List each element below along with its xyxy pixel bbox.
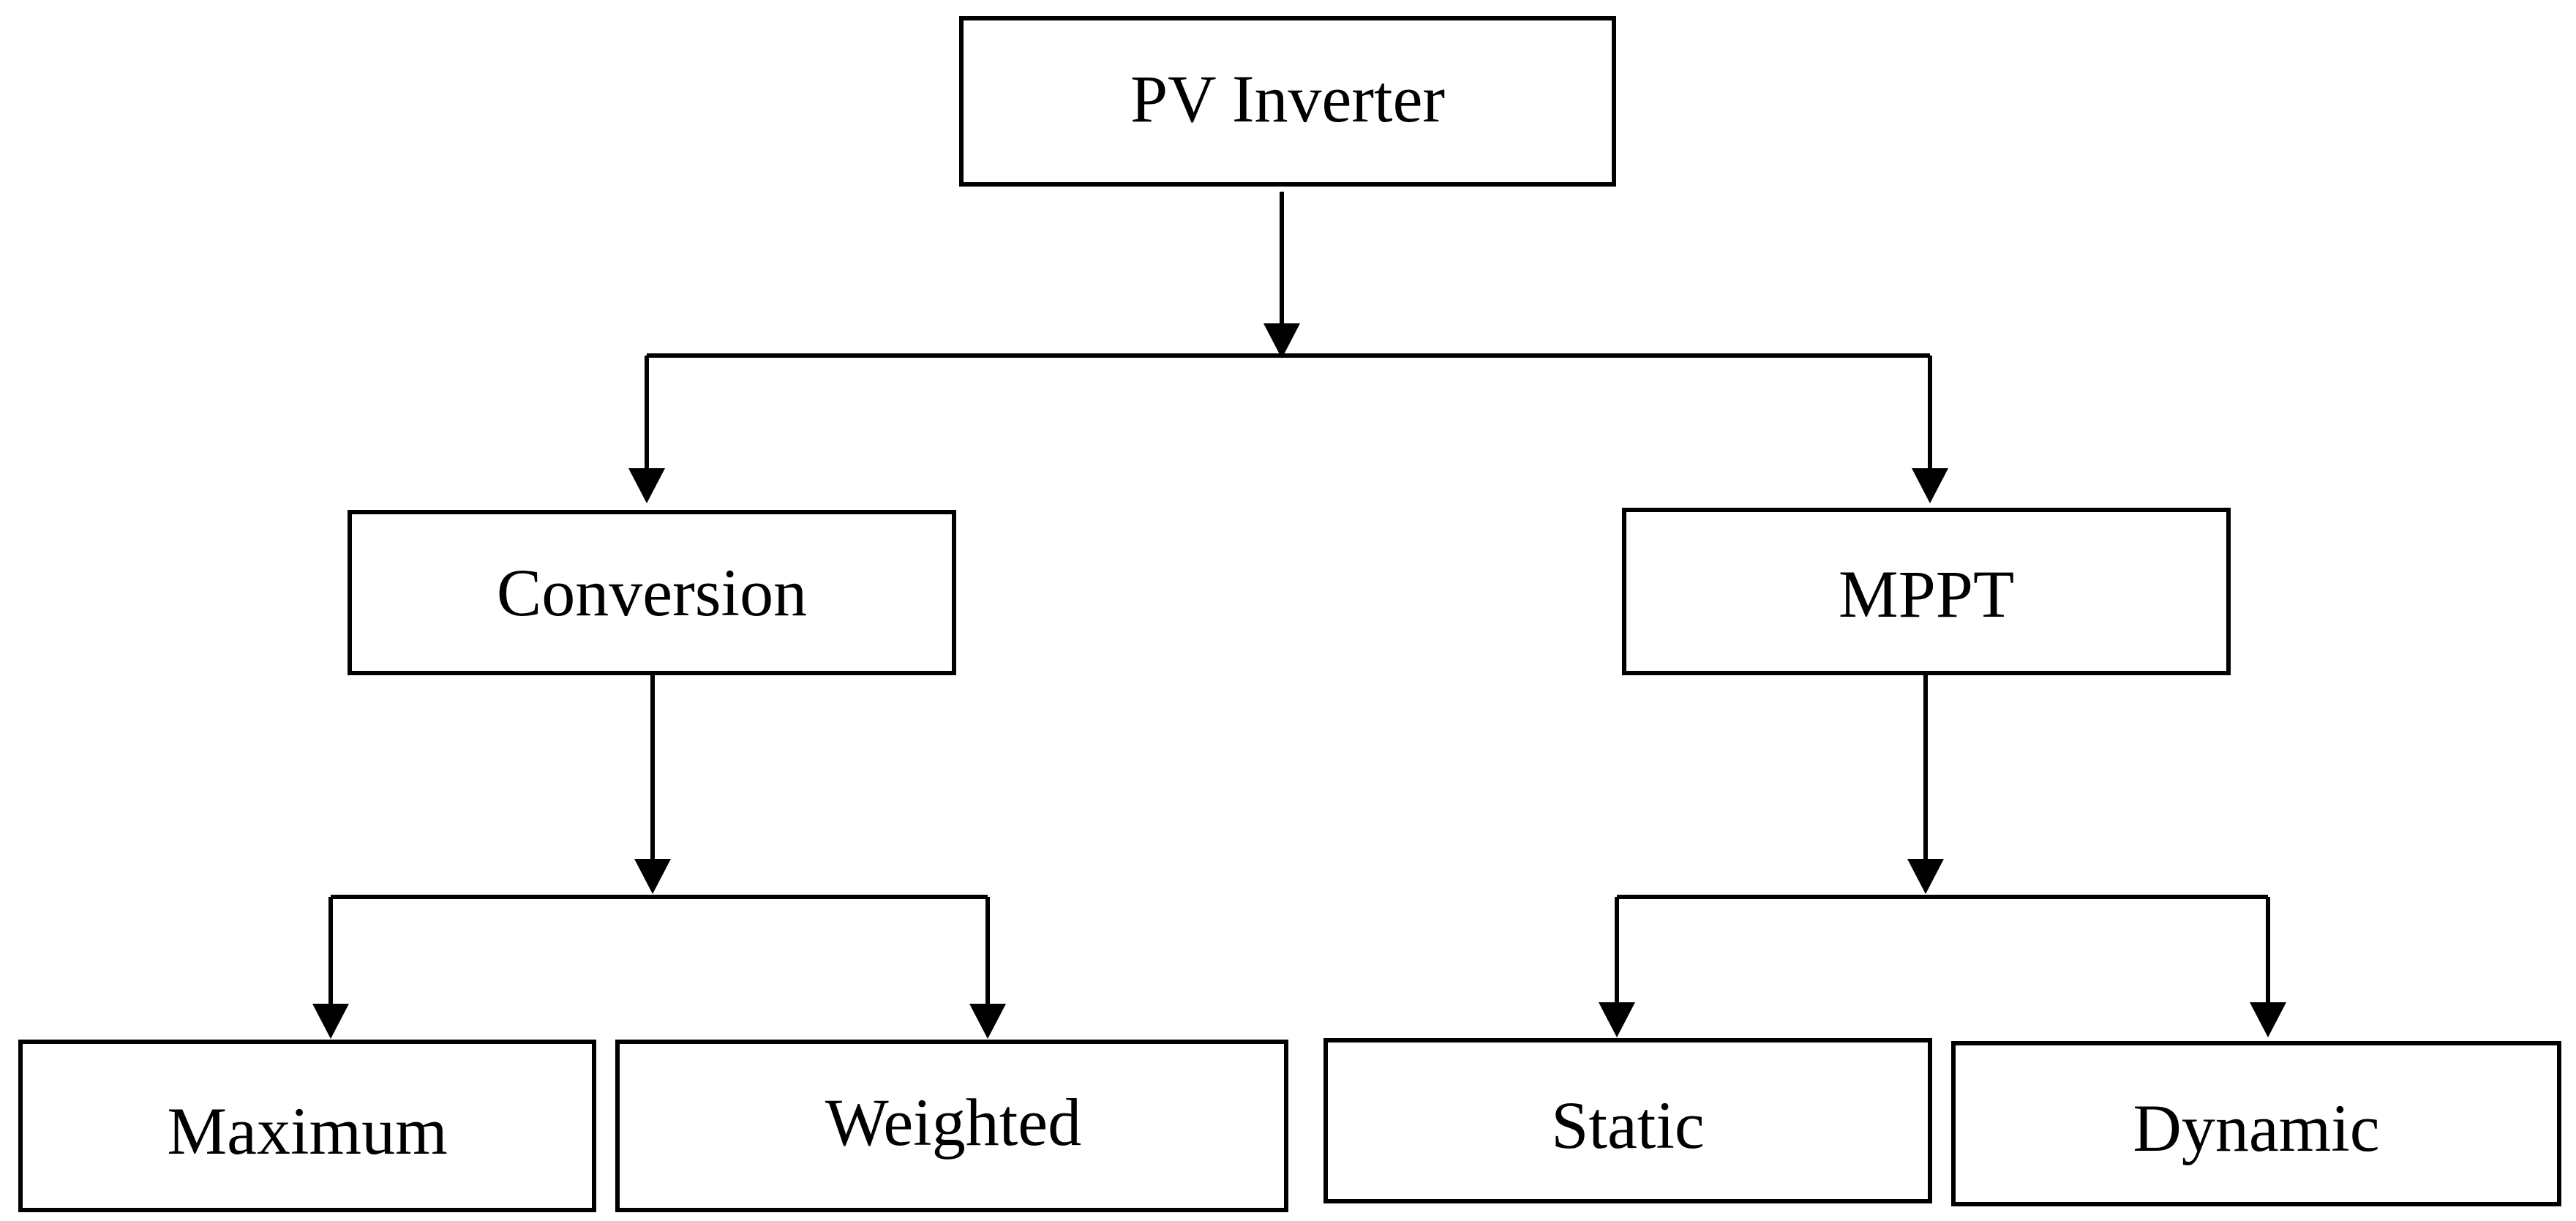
node-label: Dynamic <box>2133 1091 2379 1165</box>
node-box <box>18 1040 596 1212</box>
node-label: Conversion <box>497 555 807 630</box>
node-label: Maximum <box>167 1094 447 1168</box>
node-label: Static <box>1551 1088 1705 1162</box>
arrowhead <box>312 1004 349 1039</box>
connector-mppt-to-leaves <box>1599 675 2286 1037</box>
node-box <box>959 16 1616 187</box>
node-box <box>1951 1041 2561 1206</box>
node-conversion: Conversion <box>348 510 956 675</box>
node-box <box>1622 508 2231 675</box>
arrowhead <box>634 859 671 894</box>
node-pv-inverter: PV Inverter <box>959 16 1616 187</box>
node-box <box>348 510 956 675</box>
arrowhead <box>1912 468 1948 503</box>
node-mppt: MPPT <box>1622 508 2231 675</box>
node-static: Static <box>1323 1038 1932 1203</box>
node-box <box>1323 1038 1932 1203</box>
node-box <box>615 1040 1288 1212</box>
node-dynamic: Dynamic <box>1951 1041 2561 1206</box>
connector-root-to-level1 <box>628 192 1948 503</box>
arrowhead <box>969 1004 1006 1039</box>
connector-conversion-to-leaves <box>312 675 1006 1039</box>
node-maximum: Maximum <box>18 1040 596 1212</box>
arrowhead <box>1599 1002 1635 1037</box>
arrowhead <box>628 468 665 503</box>
node-label: MPPT <box>1839 557 2014 631</box>
arrowhead <box>2250 1002 2286 1037</box>
arrowhead <box>1263 323 1300 358</box>
arrowhead <box>1907 859 1944 894</box>
node-label: PV Inverter <box>1130 61 1445 136</box>
node-label: Weighted <box>825 1085 1081 1160</box>
node-weighted: Weighted <box>615 1040 1288 1212</box>
